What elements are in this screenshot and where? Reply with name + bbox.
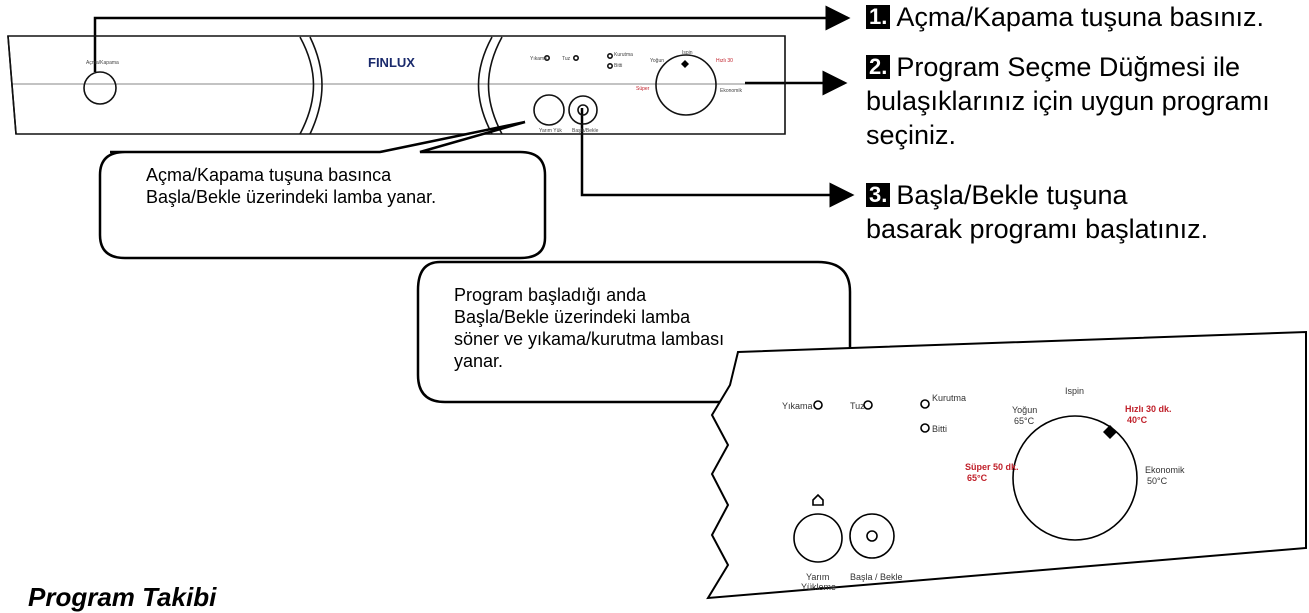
svg-text:Açma/Kapama: Açma/Kapama [86,60,119,66]
detail-label-tuz: Tuz [850,401,865,411]
svg-text:Tuz: Tuz [562,56,571,62]
detail-label-yikama: Yıkama [782,401,813,411]
step1-number: 1. [866,5,891,29]
svg-text:Hızlı 30: Hızlı 30 [716,58,733,64]
detail-label-ekonomik-temp: 50°C [1147,476,1168,486]
step3-line1: Başla/Bekle tuşuna [896,180,1128,210]
bubble2-line3: söner ve yıkama/kurutma lambası [454,329,725,349]
step3-number: 3. [866,183,891,207]
bubble2-text: Program başladığı anda Başla/Bekle üzeri… [454,284,724,372]
detail-label-super: Süper 50 dk. [965,462,1019,472]
svg-text:Yoğun: Yoğun [650,58,664,64]
step2-line3: seçiniz. [866,120,957,150]
svg-text:Kurutma: Kurutma [614,52,633,58]
detail-label-baslabekle: Başla / Bekle [850,572,903,582]
svg-text:Ekonomik: Ekonomik [720,88,742,94]
bubble1-line1: Açma/Kapama tuşuna basınca [146,165,392,185]
bubble2-line2: Başla/Bekle üzerindeki lamba [454,307,691,327]
bubble1-text: Açma/Kapama tuşuna basınca Başla/Bekle ü… [146,164,436,208]
svg-text:Ispin: Ispin [682,50,693,56]
step2-line1: Program Seçme Düğmesi ile [896,52,1240,82]
detail-label-ekonomik: Ekonomik [1145,465,1185,475]
detail-label-kurutma: Kurutma [932,393,967,403]
program-knob-drawing [655,54,717,116]
step2-number: 2. [866,55,891,79]
detail-label-hizli: Hızlı 30 dk. [1125,404,1172,414]
bubble2-line1: Program başladığı anda [454,285,647,305]
detail-label-super-temp: 65°C [967,473,988,483]
power-button-drawing [83,71,117,105]
svg-text:Süper: Süper [636,86,650,92]
bubble2-line4: yanar. [454,351,504,371]
step-2: 2.Program Seçme Düğmesi ile bulaşıkların… [866,50,1270,152]
step3-line2: basarak programı başlatınız. [866,214,1209,244]
brand-logo: FINLUX [368,55,415,70]
step-1: 1.Açma/Kapama tuşuna basınız. [866,0,1264,34]
detail-label-yukleme: Yükleme [801,582,837,592]
svg-text:Başla/Bekle: Başla/Bekle [572,128,599,134]
step2-line2: bulaşıklarınız için uygun programı [866,86,1270,116]
detail-label-yogun: Yoğun [1012,405,1038,415]
detail-label-hizli-temp: 40°C [1127,415,1148,425]
detail-label-bitti: Bitti [932,424,948,434]
svg-text:Bitti: Bitti [614,63,622,69]
step1-text: Açma/Kapama tuşuna basınız. [896,2,1265,32]
detail-label-ispin: Ispin [1065,386,1085,396]
step3-connector [580,108,855,208]
svg-text:Yıkama: Yıkama [530,56,547,62]
bubble1-line2: Başla/Bekle üzerindeki lamba yanar. [146,187,437,207]
step1-connector [93,5,851,72]
section-title: Program Takibi [28,582,217,612]
step-3: 3.Başla/Bekle tuşuna basarak programı ba… [866,178,1208,246]
detail-label-yogun-temp: 65°C [1014,416,1035,426]
svg-text:Yarım Yük: Yarım Yük [539,128,562,134]
detail-label-yarim: Yarım [806,572,830,582]
